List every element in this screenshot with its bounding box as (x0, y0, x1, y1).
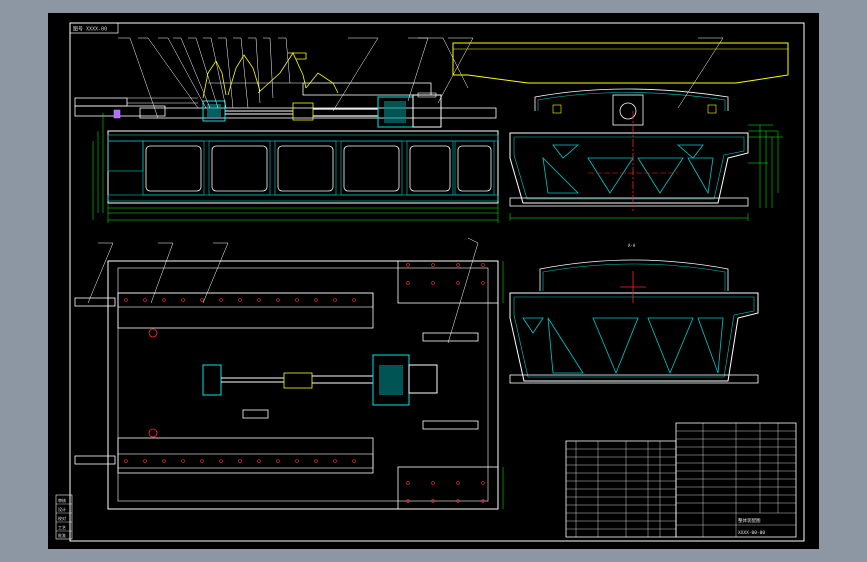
parts-list-table (565, 440, 677, 538)
svg-text:工艺: 工艺 (58, 525, 66, 530)
revision-table: 审核 设计 校对 工艺 批准 (55, 494, 73, 540)
drawing-number-stamp: 图号 XXXX-00 (73, 27, 107, 33)
drawing-code: XXXX-00-00 (738, 530, 765, 536)
section-label: A-A (628, 243, 636, 248)
part-leaders (118, 37, 474, 119)
svg-text:校对: 校对 (58, 515, 66, 521)
drawing-sheet: 图号 XXXX-00 (48, 13, 819, 549)
drawing-frame: 图号 XXXX-00 (69, 22, 805, 542)
hydraulic-cylinder (202, 92, 442, 128)
front-elevation-view (74, 37, 499, 223)
end-section-view (452, 37, 789, 221)
title-block: 整体装配图 XXXX-00-00 (675, 422, 797, 538)
girder-cells (145, 145, 492, 192)
cad-drawing: 图号 XXXX-00 (55, 22, 805, 542)
plan-view (74, 237, 504, 510)
drawing-title: 整体装配图 (738, 517, 761, 524)
svg-text:审核: 审核 (58, 497, 66, 503)
plan-cylinder (202, 354, 438, 406)
svg-text:设计: 设计 (58, 506, 66, 512)
svg-text:批准: 批准 (58, 532, 66, 538)
hoisting-tong (202, 52, 339, 99)
elevation-dimensions (92, 113, 499, 223)
upper-rail-bolts (124, 298, 356, 302)
lower-rail-bolts (124, 459, 356, 463)
section-a-a-view: A-A (509, 243, 759, 384)
